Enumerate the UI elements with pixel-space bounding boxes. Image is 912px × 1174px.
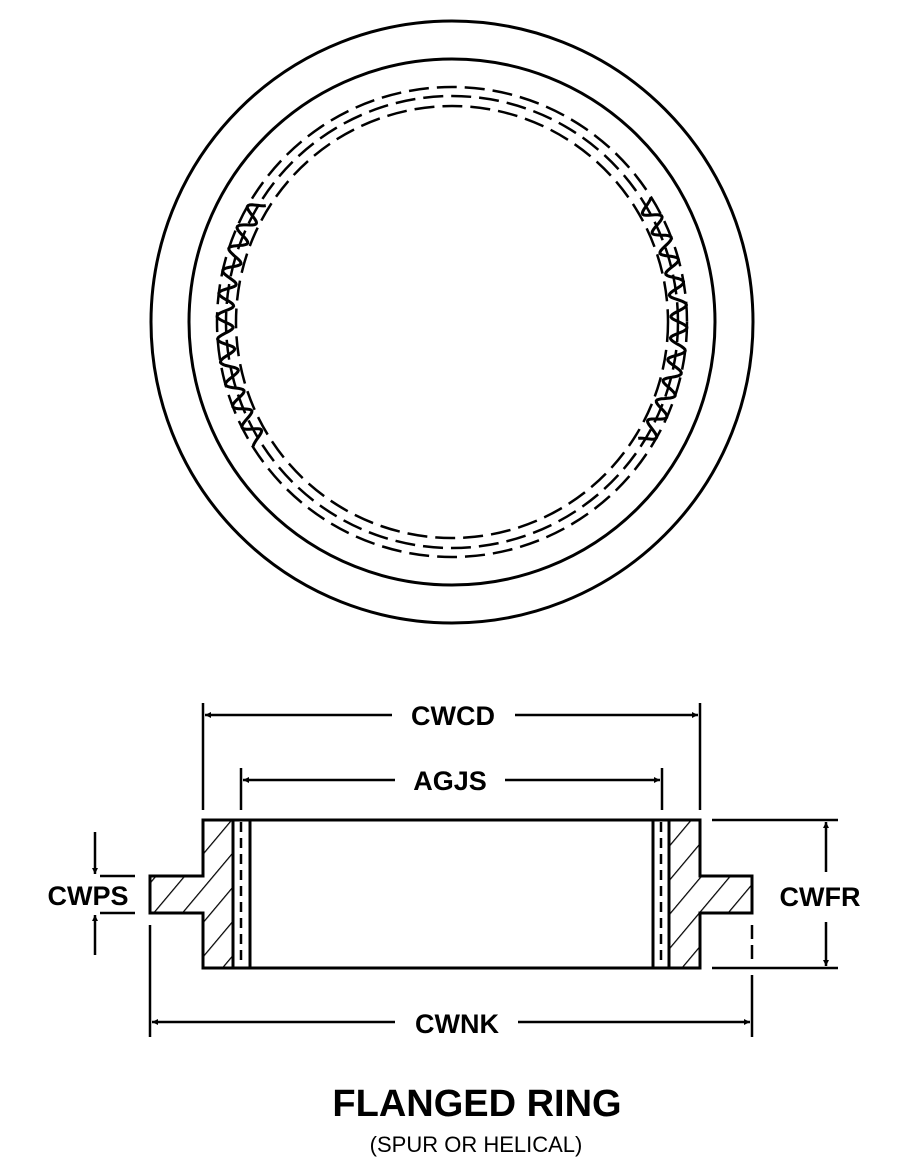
dashed-circle-3: [234, 104, 670, 540]
label-agjs: AGJS: [413, 766, 487, 796]
dashed-circle-2: [224, 94, 680, 550]
left-wall-hatch: [148, 818, 235, 970]
drawing-title: FLANGED RING: [332, 1083, 621, 1125]
right-wall-hatch: [667, 818, 754, 970]
label-cwnk: CWNK: [415, 1009, 499, 1039]
flange-circle: [187, 57, 717, 587]
end-view: [149, 19, 755, 625]
label-cwfr: CWFR: [780, 882, 861, 912]
label-cwps: CWPS: [48, 881, 129, 911]
drawing-subtitle: (SPUR OR HELICAL): [370, 1132, 583, 1157]
dimension-lines: [92, 703, 838, 1037]
section-view: [148, 818, 754, 970]
outer-circle: [149, 19, 755, 625]
gear-teeth-right: [637, 197, 689, 441]
label-cwcd: CWCD: [411, 701, 495, 731]
dashed-circle-1: [215, 85, 689, 559]
gear-teeth-left: [215, 203, 267, 447]
